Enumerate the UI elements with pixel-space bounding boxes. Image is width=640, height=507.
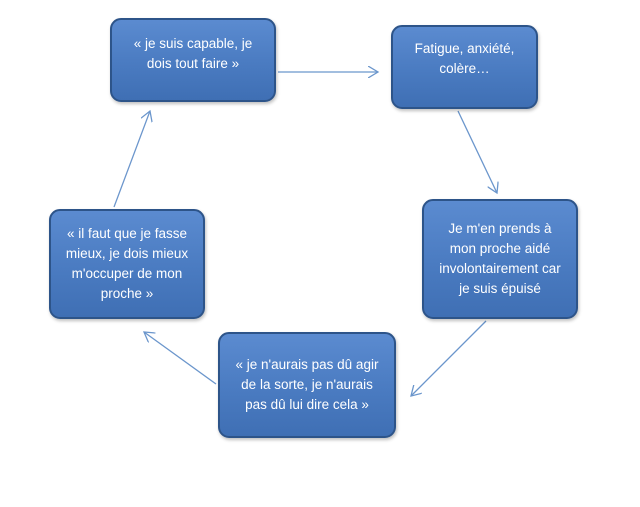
node-fatigue-label: Fatigue, anxiété, colère…	[414, 41, 515, 76]
node-do-better: « il faut que je fasse mieux, je dois mi…	[49, 209, 205, 319]
node-capable: « je suis capable, je dois tout faire »	[110, 18, 276, 102]
node-regret-label: « je n'aurais pas dû agir de la sorte, j…	[235, 357, 379, 412]
arrow-n4-to-n5	[144, 332, 217, 385]
arrow-n2-to-n3	[457, 110, 497, 193]
node-fatigue: Fatigue, anxiété, colère…	[391, 25, 538, 109]
node-capable-label: « je suis capable, je dois tout faire »	[133, 36, 253, 71]
node-lash-out: Je m'en prends à mon proche aidé involon…	[422, 199, 578, 319]
node-lash-out-label: Je m'en prends à mon proche aidé involon…	[439, 221, 561, 296]
arrow-n5-to-n1	[113, 111, 150, 208]
arrow-n3-to-n4	[411, 320, 487, 396]
node-regret: « je n'aurais pas dû agir de la sorte, j…	[218, 332, 396, 438]
node-do-better-label: « il faut que je fasse mieux, je dois mi…	[65, 226, 189, 301]
